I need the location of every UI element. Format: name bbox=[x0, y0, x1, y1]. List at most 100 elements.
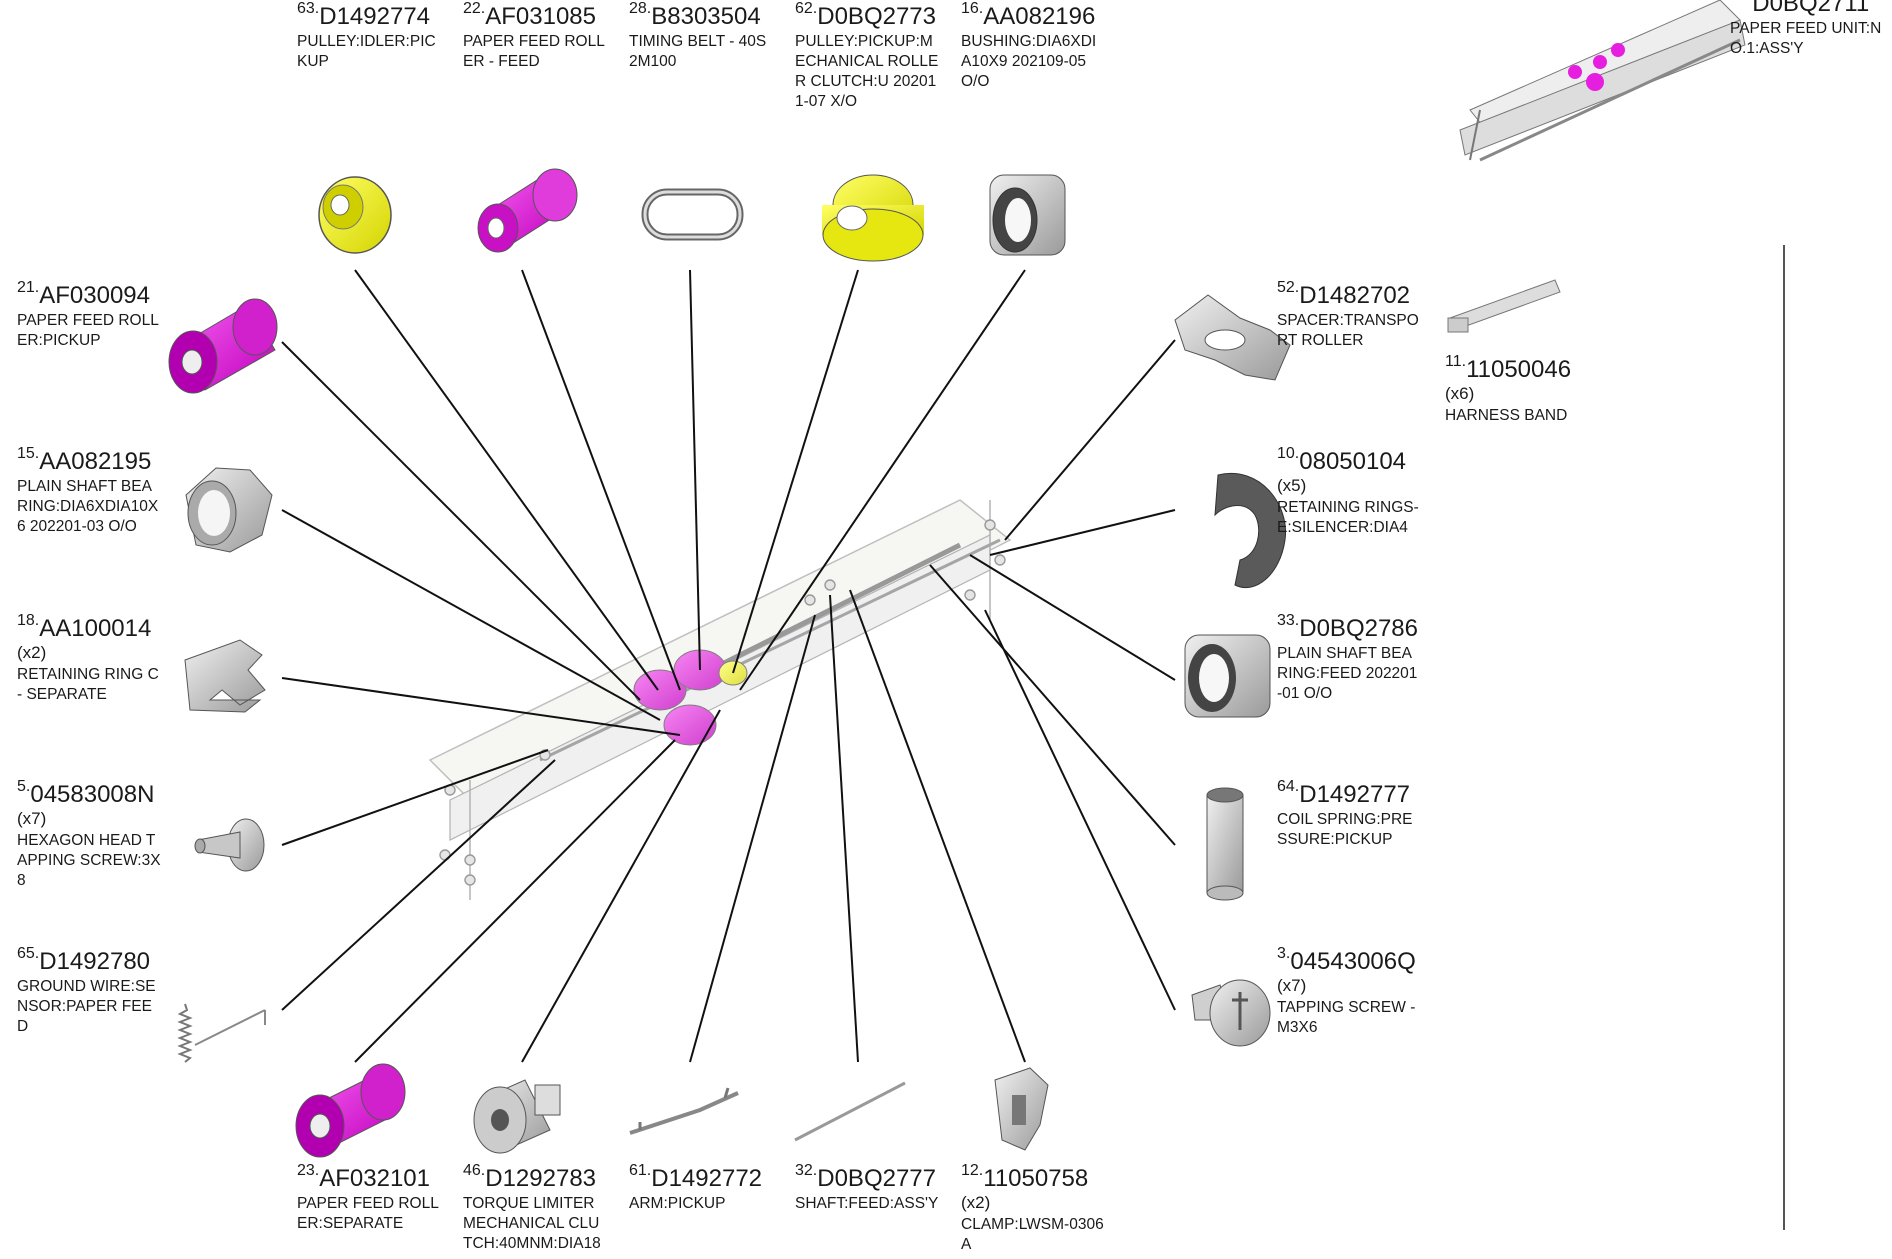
bearing-icon bbox=[1184, 634, 1271, 718]
part-callout-5[interactable]: 5.04583008N(x7)HEXAGON HEAD TAPPING SCRE… bbox=[17, 779, 162, 891]
central-assembly bbox=[428, 499, 1012, 900]
part-code: 04543006Q bbox=[1290, 948, 1416, 975]
part-header: 52.D1482702 bbox=[1277, 280, 1422, 308]
part-header: 64.D1492777 bbox=[1277, 779, 1422, 808]
part-callout-3[interactable]: 3.04543006Q(x7)TAPPING SCREW - M3X6 bbox=[1277, 946, 1422, 1038]
e-ring-icon bbox=[1214, 473, 1287, 589]
retaining-ring-c-icon bbox=[184, 639, 266, 713]
part-callout-10[interactable]: 10.08050104(x5)RETAINING RINGS-E:SILENCE… bbox=[1277, 446, 1422, 538]
bushing-icon bbox=[989, 174, 1066, 256]
coil-spring-icon bbox=[1206, 787, 1244, 901]
part-code: D0BQ2711 bbox=[1752, 0, 1870, 17]
part-header: 32.D0BQ2777 bbox=[795, 1163, 940, 1191]
part-code: 08050104 bbox=[1299, 448, 1407, 475]
part-index-number: 18. bbox=[17, 612, 40, 629]
part-header: 65.D1492780 bbox=[17, 946, 162, 975]
part-description: ARM:PICKUP bbox=[629, 1195, 726, 1212]
ground-wire-spring-icon bbox=[177, 1003, 266, 1063]
clamp-icon bbox=[994, 1067, 1049, 1151]
part-header: 10.08050104 bbox=[1277, 446, 1422, 475]
part-index-number: 65. bbox=[17, 945, 40, 962]
part-code: D0BQ2773 bbox=[817, 3, 936, 30]
vertical-divider bbox=[1783, 245, 1785, 1230]
part-callout-11[interactable]: 11.11050046(x6)HARNESS BAND bbox=[1445, 354, 1590, 426]
part-callout-12[interactable]: 12.11050758(x2)CLAMP:LWSM-0306A bbox=[961, 1163, 1106, 1255]
part-code: D1492780 bbox=[39, 948, 151, 975]
pickup-arm-icon bbox=[629, 1087, 739, 1135]
part-code: B8303504 bbox=[651, 3, 761, 30]
part-description: CLAMP:LWSM-0306A bbox=[961, 1215, 1104, 1253]
part-description: TIMING BELT - 40S2M100 bbox=[629, 33, 767, 70]
part-index-number: 61. bbox=[629, 1162, 652, 1179]
part-quantity: (x7) bbox=[17, 809, 47, 828]
part-index-number: 22. bbox=[463, 0, 486, 17]
part-description: HEXAGON HEAD TAPPING SCREW:3X8 bbox=[17, 831, 161, 889]
part-code: D1492777 bbox=[1299, 781, 1411, 808]
feed-shaft-icon bbox=[794, 1081, 906, 1142]
part-description: PULLEY:PICKUP:MECHANICAL ROLLER CLUTCH:U… bbox=[795, 33, 939, 110]
spacer-icon bbox=[1174, 294, 1291, 381]
part-code: AF030094 bbox=[39, 282, 151, 309]
part-quantity: (x5) bbox=[1277, 476, 1307, 495]
paper-feed-unit-icon bbox=[1459, 0, 1746, 162]
part-header: 33.D0BQ2786 bbox=[1277, 613, 1422, 642]
part-description: PULLEY:IDLER:PICKUP bbox=[297, 33, 436, 70]
part-index-number: 10. bbox=[1277, 445, 1300, 462]
part-index-number: 63. bbox=[297, 0, 320, 17]
part-code: AA082196 bbox=[983, 3, 1096, 30]
part-description: PAPER FEED UNIT:NO.1:ASS'Y bbox=[1730, 20, 1882, 57]
part-header: 21.AF030094 bbox=[17, 280, 162, 309]
part-code: D1492772 bbox=[651, 1165, 763, 1192]
part-header: 62.D0BQ2773 bbox=[795, 1, 940, 30]
part-index-number: 30. bbox=[1730, 0, 1752, 4]
part-callout-18[interactable]: 18.AA100014(x2)RETAINING RING C - SEPARA… bbox=[17, 613, 162, 705]
part-index-number: 23. bbox=[297, 1162, 320, 1179]
part-index-number: 28. bbox=[629, 0, 652, 17]
part-index-number: 11. bbox=[1445, 353, 1467, 370]
timing-belt-icon bbox=[641, 188, 744, 241]
yellow-pulley-icon bbox=[318, 176, 392, 254]
part-header: 11.11050046 bbox=[1445, 354, 1590, 383]
part-header: 3.04543006Q bbox=[1277, 946, 1422, 975]
torque-limiter-icon bbox=[473, 1079, 561, 1154]
part-header: 22.AF031085 bbox=[463, 1, 608, 29]
part-index-number: 64. bbox=[1277, 778, 1300, 795]
part-quantity: (x2) bbox=[17, 643, 47, 662]
part-description: PLAIN SHAFT BEARING:FEED 202201-01 O/O bbox=[1277, 645, 1418, 702]
part-description: HARNESS BAND bbox=[1445, 406, 1568, 424]
part-description: TAPPING SCREW - M3X6 bbox=[1277, 998, 1416, 1036]
part-code: D1492774 bbox=[319, 3, 431, 30]
part-description: PAPER FEED ROLLER:PICKUP bbox=[17, 312, 159, 349]
bearing-icon bbox=[185, 467, 273, 553]
part-description: PLAIN SHAFT BEARING:DIA6XDIA10X6 202201-… bbox=[17, 478, 159, 535]
part-description: GROUND WIRE:SENSOR:PAPER FEED bbox=[17, 978, 156, 1035]
part-description: BUSHING:DIA6XDIA10X9 202109-05 O/O bbox=[961, 33, 1097, 90]
part-index-number: 32. bbox=[795, 1162, 818, 1179]
part-header: 30.D0BQ2711 bbox=[1730, 0, 1892, 16]
part-code: AA082195 bbox=[39, 448, 152, 475]
yellow-pulley-clutch-icon bbox=[822, 174, 924, 262]
part-code: 11050046 bbox=[1466, 356, 1572, 383]
part-index-number: 5. bbox=[17, 778, 31, 795]
part-header: 12.11050758 bbox=[961, 1163, 1106, 1192]
harness-band-icon bbox=[1447, 279, 1561, 333]
part-code: 11050758 bbox=[983, 1165, 1089, 1192]
part-code: D0BQ2786 bbox=[1299, 615, 1418, 642]
